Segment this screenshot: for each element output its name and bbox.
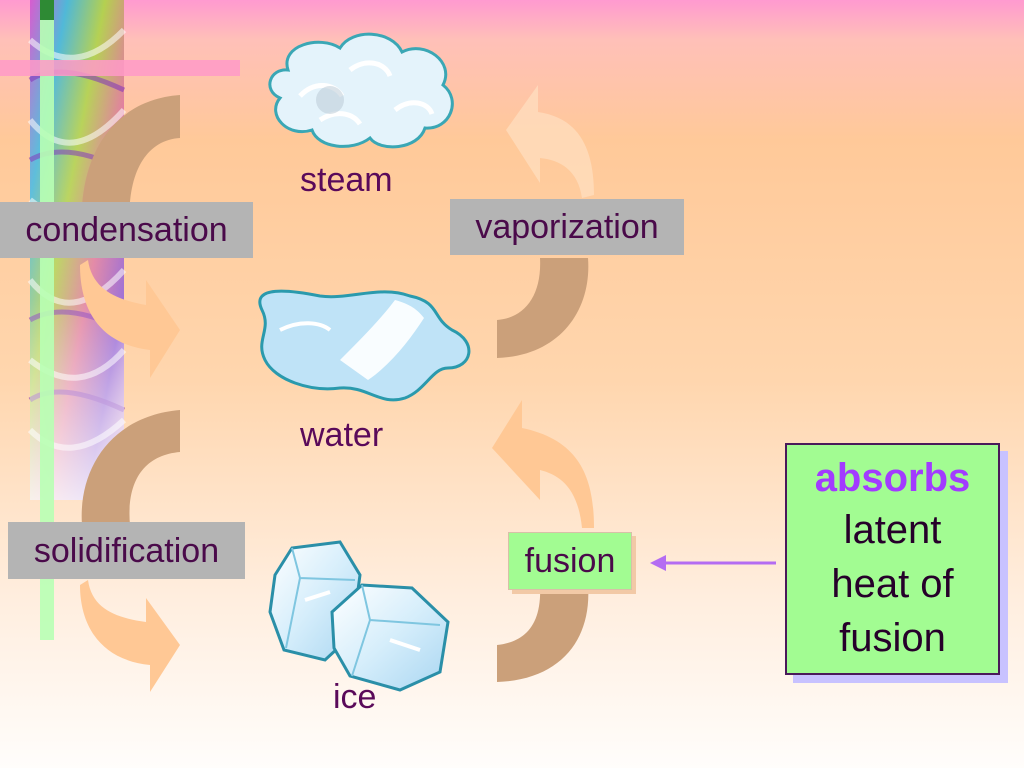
vaporization-label: vaporization: [475, 208, 659, 246]
condensation-box: condensation: [0, 202, 253, 258]
solidification-label: solidification: [33, 531, 220, 570]
steam-cloud-image: [268, 32, 454, 149]
callout-line-2: heat of: [831, 562, 954, 606]
pointer-arrow: [650, 555, 776, 571]
decorative-strip: [0, 0, 240, 640]
vaporization-arrow: [497, 85, 594, 358]
callout-line-1: latent: [843, 508, 942, 552]
fusion-arrow: [492, 400, 594, 682]
callout-line-3: fusion: [839, 616, 946, 660]
steam-label: steam: [300, 161, 393, 199]
solidification-arrow: [80, 410, 180, 692]
condensation-arrow: [80, 95, 180, 378]
ice-label: ice: [333, 678, 377, 716]
fusion-box: fusion: [508, 532, 632, 590]
vaporization-box: vaporization: [450, 199, 684, 255]
fusion-label: fusion: [524, 542, 616, 580]
latent-heat-callout: absorbs latent heat of fusion: [785, 443, 1000, 675]
water-puddle-image: [258, 289, 471, 402]
ice-cubes-image: [268, 540, 450, 692]
condensation-label: condensation: [25, 211, 228, 249]
water-label: water: [300, 416, 384, 454]
callout-highlight: absorbs: [814, 456, 971, 500]
solidification-box: solidification: [8, 522, 245, 579]
